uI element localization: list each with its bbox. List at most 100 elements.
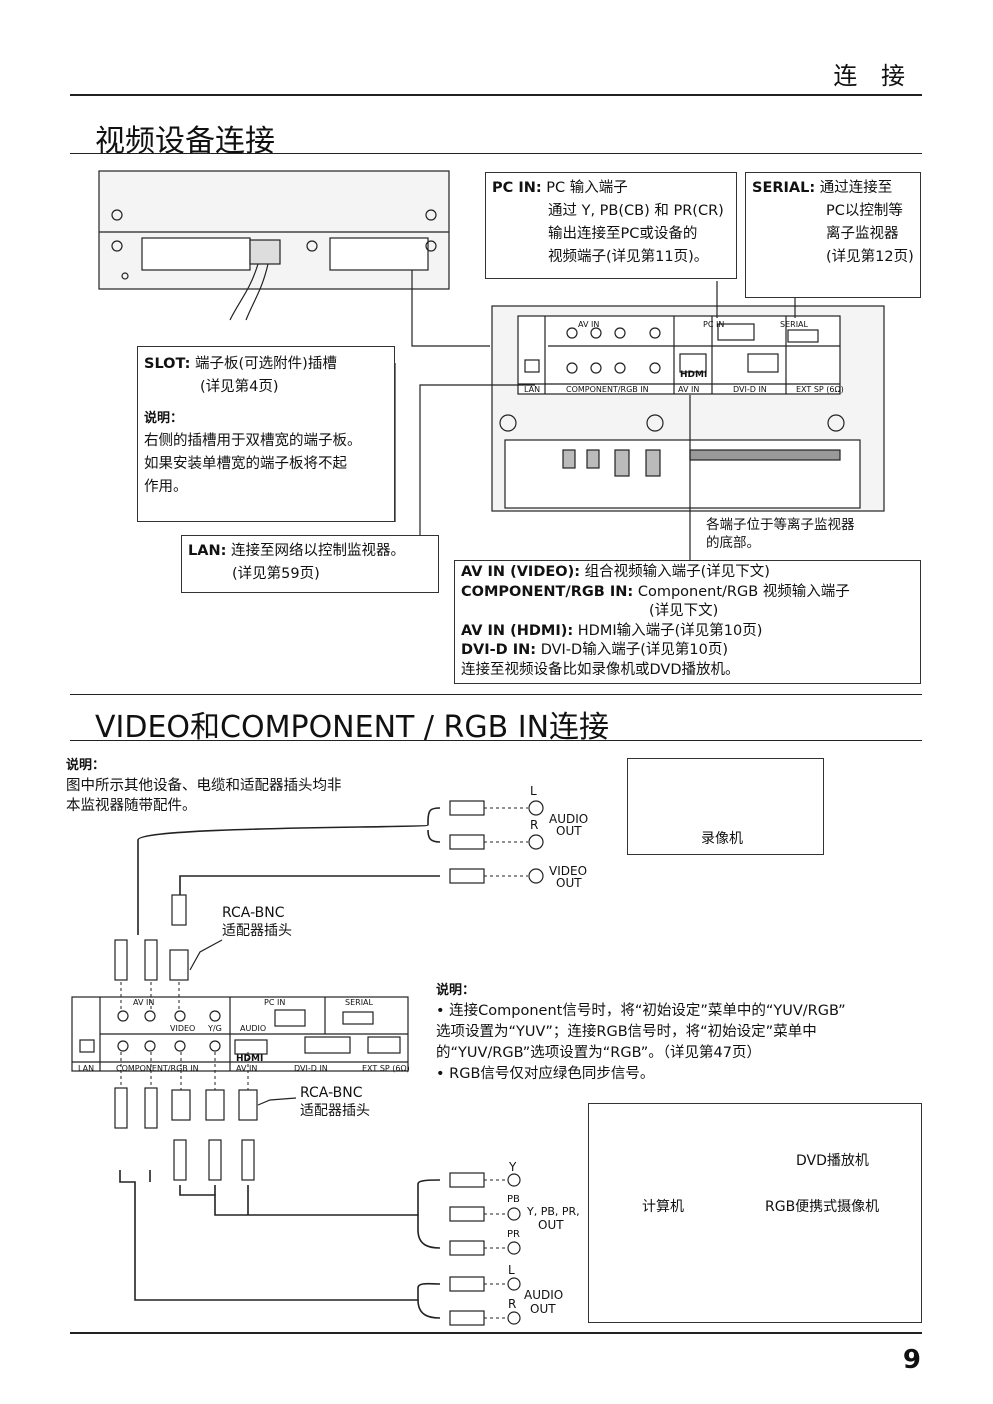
slot-note-label: 说明： [144, 411, 184, 426]
note3-label: 说明： [436, 983, 476, 998]
panel-component: COMPONENT/RGB IN [566, 385, 649, 394]
av-panel-hdmi: HDMI [236, 1054, 264, 1064]
comp-pr: PR [507, 1229, 520, 1240]
terminals-summary: 连接至视频设备比如录像机或DVD播放机。 [461, 661, 740, 678]
comp-y: Y [509, 1160, 517, 1174]
av-in-hdmi-label: AV IN (HDMI): [461, 622, 574, 639]
header-rule [70, 94, 922, 96]
monitor-rear-drawing [98, 170, 450, 321]
plugs [114, 800, 485, 1326]
panel-pc-in: PC IN [703, 320, 725, 329]
note3-line: • RGB信号仅对应绿色同步信号。 [436, 1066, 655, 1082]
note3-line: • 连接Component信号时，将“初始设定”菜单中的“YUV/RGB” [436, 1003, 846, 1019]
panel-av-in: AV IN [578, 320, 600, 329]
section2-rule [70, 740, 922, 741]
slot-line1: 端子板(可选附件)插槽 [195, 356, 337, 372]
note3: 说明： • 连接Component信号时，将“初始设定”菜单中的“YUV/RGB… [436, 980, 846, 1085]
pc-in-line: 通过 Y, PB(CB) 和 PR(CR) [548, 203, 724, 219]
note2-line2: 本监视器随带配件。 [66, 798, 197, 814]
note2: 说明： 图中所示其他设备、电缆和适配器插头均非 本监视器随带配件。 [66, 756, 342, 816]
slot-box: SLOT: 端子板(可选附件)插槽 (详见第4页) 说明： 右侧的插槽用于双槽宽… [137, 346, 395, 522]
section-header: 连 接 [833, 62, 913, 90]
note3-line: 选项设置为“YUV”；连接RGB信号时，将“初始设定”菜单中 [436, 1024, 817, 1040]
lan-line2: (详见第59页) [232, 566, 320, 582]
slot-note-line: 作用。 [144, 479, 188, 495]
bottom-note-line2: 的底部。 [706, 535, 760, 551]
serial-line: PC以控制等 [826, 203, 903, 219]
bottom-note-line1: 各端子位于等离子监视器 [706, 517, 855, 533]
section1-rule [70, 153, 922, 154]
terminals-box: AV IN (VIDEO): 组合视频输入端子(详见下文) COMPONENT/… [454, 560, 921, 684]
comp-audio: AUDIO [524, 1288, 564, 1302]
component-ref: (详见下文) [649, 603, 719, 619]
rca-bnc-label-1: RCA-BNC 适配器插头 [222, 904, 292, 940]
serial-line: (详见第12页) [826, 249, 914, 265]
camera-label: RGB便携式摄像机 [765, 1199, 880, 1215]
vcr-audio-out2: OUT [556, 824, 582, 838]
serial-label: SERIAL: [752, 180, 816, 196]
av-panel-video: VIDEO [170, 1024, 196, 1033]
panel-serial: SERIAL [780, 320, 808, 329]
vcr-audio-out: AUDIO [549, 812, 589, 826]
footer-rule [70, 1332, 922, 1334]
page-number: 9 [902, 1345, 921, 1375]
av-panel-ext-sp: EXT SP (6Ω) [362, 1064, 410, 1073]
av-panel-component: COMPONENT/RGB IN [116, 1064, 199, 1073]
cables [119, 807, 441, 1319]
section2-top-rule [70, 694, 922, 695]
pc-in-box: PC IN: PC 输入端子 通过 Y, PB(CB) 和 PR(CR) 输出连… [485, 172, 737, 279]
rca-bnc-1-line2: 适配器插头 [222, 923, 292, 939]
dvi-text: DVI-D输入端子(详见第10页) [540, 642, 728, 658]
slot-label: SLOT: [144, 356, 191, 372]
lan-label: LAN: [188, 543, 227, 559]
av-in-hdmi-text: HDMI输入端子(详见第10页) [577, 622, 763, 639]
comp-pb: PB [507, 1194, 520, 1205]
panel-ext-sp: EXT SP (6Ω) [796, 385, 844, 394]
vcr-video-out2: OUT [556, 876, 582, 890]
comp-audio-r: R [508, 1297, 517, 1311]
av-in-video-text: 组合视频输入端子(详见下文) [584, 564, 770, 580]
slot-line2: (详见第4页) [200, 379, 279, 395]
dvd-label: DVD播放机 [796, 1153, 869, 1169]
av-panel-dvi: DVI-D IN [294, 1064, 328, 1073]
serial-line: 离子监视器 [826, 226, 899, 242]
note2-label: 说明： [66, 758, 106, 773]
note3-line: 的“YUV/RGB”选项设置为“RGB”。（详见第47页） [436, 1045, 761, 1061]
rca-bnc-label-2: RCA-BNC 适配器插头 [300, 1084, 370, 1120]
serial-line: 通过连接至 [819, 180, 893, 196]
av-in-video-label: AV IN (VIDEO): [461, 564, 581, 580]
av-panel-serial: SERIAL [345, 998, 373, 1007]
slot-note-line: 如果安装单槽宽的端子板将不起 [144, 456, 347, 472]
dvi-label: DVI-D IN: [461, 642, 537, 658]
slot-note-line: 右侧的插槽用于双槽宽的端子板。 [144, 433, 362, 449]
section2-title: VIDEO和COMPONENT / RGB IN连接 [95, 710, 610, 745]
av-panel-pc-in: PC IN [264, 998, 286, 1007]
comp-out: OUT [538, 1218, 564, 1232]
av-panel-yg: Y/G [208, 1024, 222, 1033]
pc-in-label: PC IN: [492, 180, 542, 196]
av-panel-av-in: AV IN [133, 998, 155, 1007]
vcr-box [627, 758, 824, 855]
av-panel-audio: AUDIO [240, 1024, 267, 1033]
pc-in-line: 视频端子(详见第11页)。 [548, 249, 709, 265]
bottom-note: 各端子位于等离子监视器 的底部。 [706, 516, 855, 552]
rca-bnc-2-line1: RCA-BNC [300, 1085, 363, 1101]
comp-label: Y, PB, PR, [527, 1205, 580, 1218]
pc-in-line: 输出连接至PC或设备的 [548, 226, 698, 242]
component-text: Component/RGB 视频输入端子 [637, 583, 850, 600]
vcr-audio-r: R [530, 818, 539, 832]
rca-bnc-1-line1: RCA-BNC [222, 905, 285, 921]
av-panel-lan: LAN [78, 1064, 95, 1073]
lan-line1: 连接至网络以控制监视器。 [231, 543, 406, 559]
devices-box [588, 1103, 922, 1323]
panel-lan: LAN [524, 385, 541, 394]
note2-line1: 图中所示其他设备、电缆和适配器插头均非 [66, 778, 342, 794]
rca-bnc-2-line2: 适配器插头 [300, 1103, 370, 1119]
comp-audio-l: L [508, 1263, 515, 1277]
comp-audio-out: OUT [530, 1302, 556, 1316]
connector-panel-drawing [491, 305, 885, 512]
vcr-video-out: VIDEO [549, 864, 588, 878]
av-panel-drawing [71, 996, 409, 1072]
pc-in-line: PC 输入端子 [546, 180, 628, 196]
panel-av-in-hdmi: AV IN [678, 385, 700, 394]
